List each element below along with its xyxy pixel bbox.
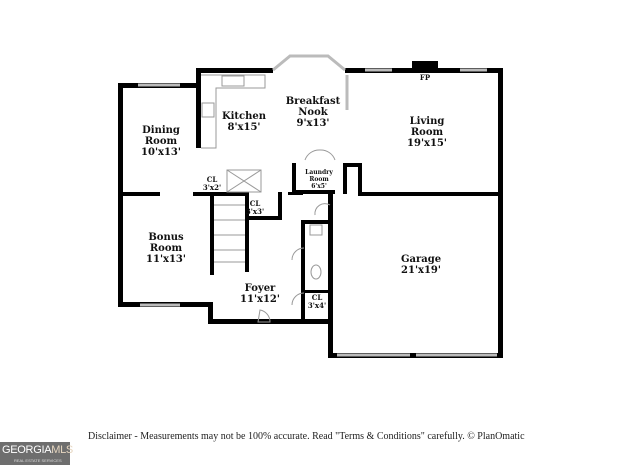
fixtures xyxy=(201,74,336,323)
fireplace-label: FP xyxy=(420,73,431,82)
breakfast-nook-label: Breakfast xyxy=(286,96,341,107)
foyer-label: Foyer xyxy=(245,283,276,294)
closet-2-label: CL xyxy=(250,199,261,208)
closet-3-label: CL xyxy=(312,293,323,302)
dining-room-label: Dining xyxy=(142,125,180,136)
georgia-mls-logo: GEORGIAMLS REAL ESTATE SERVICES xyxy=(0,442,73,465)
garage-label: Garage xyxy=(401,254,441,265)
windows xyxy=(138,54,497,357)
disclaimer-text: Disclaimer - Measurements may not be 100… xyxy=(88,431,525,442)
svg-text:CL3'x2': CL3'x2' xyxy=(203,175,221,192)
living-room-label: Living xyxy=(410,116,445,127)
laundry-room-label: Laundry xyxy=(305,169,333,176)
stairs xyxy=(214,204,245,263)
svg-text:CL3'x4': CL3'x4' xyxy=(308,293,326,310)
kitchen-label: Kitchen xyxy=(222,111,267,122)
bonus-room-label: Bonus xyxy=(148,232,184,243)
closet-1-label: CL xyxy=(207,175,218,184)
svg-text:CL3'x3': CL3'x3' xyxy=(246,199,264,216)
